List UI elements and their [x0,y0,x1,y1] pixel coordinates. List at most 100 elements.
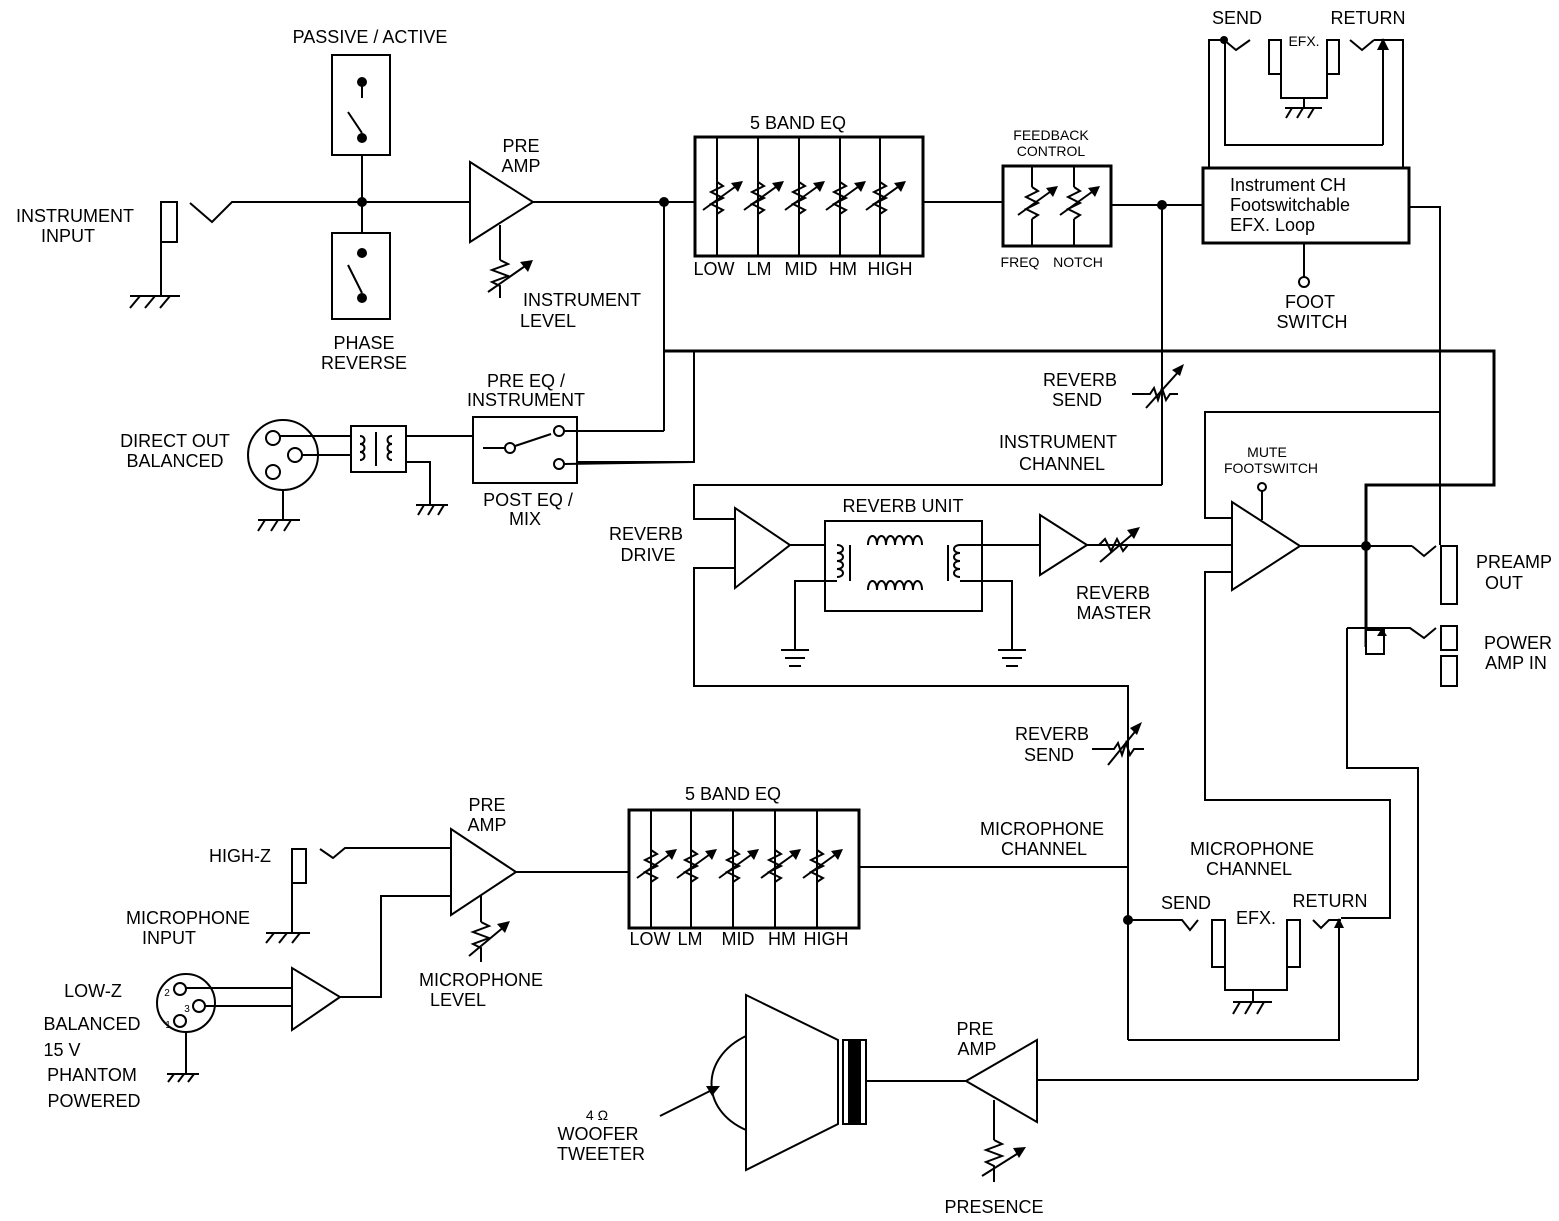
footswitch-label-2: SWITCH [1277,312,1348,332]
direct-out-label: DIRECT OUT [120,431,230,451]
mic-level-label: MICROPHONE [419,970,543,990]
woofer-label: WOOFER [558,1124,639,1144]
eq-bottom [627,808,1128,930]
mic-preamp [450,827,629,962]
eq-top-band-high: HIGH [868,259,913,279]
footswitch-label-1: FOOT [1285,292,1335,312]
mic-level-label-2: LEVEL [430,990,486,1010]
mic-channel-a-label: MICROPHONE [980,819,1104,839]
high-z-label: HIGH-Z [209,846,271,866]
post-eq-label: POST EQ / [483,490,573,510]
mute-footswitch-label: FOOTSWITCH [1224,460,1318,476]
eq-bottom-band-hm: HM [768,929,796,949]
efx-loop-label-3: EFX. Loop [1230,215,1315,235]
direct-out-balanced-label: BALANCED [126,451,223,471]
instrument-input-label: INSTRUMENT [16,206,134,226]
eq-bottom-band-low: LOW [629,929,670,949]
reverb-send-top-label: REVERB [1043,370,1117,390]
preamp-label-2: AMP [501,156,540,176]
power-amp-in-label: AMP IN [1485,653,1547,673]
eq-top-band-hm: HM [829,259,857,279]
instrument-level-label-2: LEVEL [520,311,576,331]
pre-eq-instrument-label: INSTRUMENT [467,390,585,410]
phase-label: PHASE [333,333,394,353]
low-z-label: LOW-Z [64,981,122,1001]
mute-label: MUTE [1247,444,1287,460]
power-preamp-label: PRE [956,1019,993,1039]
reverb-master-label: REVERB [1076,583,1150,603]
efx-loop-top [1201,36,1441,545]
eq-bottom-band-lm: LM [677,929,702,949]
tweeter-label: TWEETER [557,1144,645,1164]
control-label: CONTROL [1017,143,1086,159]
reverb-send-top-label-2: SEND [1052,390,1102,410]
return-top-label: RETURN [1331,8,1406,28]
send-top-label: SEND [1212,8,1262,28]
freq-label: FREQ [1001,254,1040,270]
phantom-label: PHANTOM [47,1065,137,1085]
pre-post-eq-switch [472,416,695,484]
reverb-send-top [1132,205,1184,485]
efx-top-label: EFX. [1288,33,1319,49]
reverb-drive-label: REVERB [609,524,683,544]
instrument-input-label-2: INPUT [41,226,95,246]
instrument-channel-label: INSTRUMENT [999,432,1117,452]
eq-top-band-mid: MID [785,259,818,279]
reverb-send-bottom-label: REVERB [1015,724,1089,744]
eq-bottom-band-high: HIGH [804,929,849,949]
reverb-master-label-2: MASTER [1076,603,1151,623]
eq-top [693,135,1003,258]
direct-out [247,419,473,532]
mic-preamp-label-2: AMP [467,815,506,835]
efx-loop-label-1: Instrument CH [1230,175,1346,195]
master-amp [1204,411,1458,1080]
pre-eq-label: PRE EQ / [487,371,565,391]
mic-channel-a-label-2: CHANNEL [1001,839,1087,859]
preamp-label: PRE [502,136,539,156]
power-amp-label: POWER [1484,633,1552,653]
instrument-channel-label-2: CHANNEL [1019,454,1105,474]
reverb-unit-label: REVERB UNIT [842,496,963,516]
speaker-output [659,993,1418,1182]
passive-active-label: PASSIVE / ACTIVE [293,27,448,47]
balanced-label: BALANCED [43,1014,140,1034]
power-preamp-label-2: AMP [957,1039,996,1059]
notch-label: NOTCH [1053,254,1103,270]
efx-bottom-label: EFX. [1236,908,1276,928]
reverse-label: REVERSE [321,353,407,373]
instrument-level-label: INSTRUMENT [523,290,641,310]
feedback-label: FEEDBACK [1013,127,1089,143]
eq-top-band-lm: LM [746,259,771,279]
pin-2-label: 2 [164,988,170,999]
reverb-send-bottom [1092,722,1144,1040]
eq-bottom-band-mid: MID [722,929,755,949]
mic-input-label: MICROPHONE [126,908,250,928]
instrument-preamp [362,160,694,298]
pin-1-label: 1 [165,1020,171,1031]
presence-label: PRESENCE [944,1197,1043,1217]
reverb-drive-label-2: DRIVE [620,545,675,565]
eq-top-title: 5 BAND EQ [750,113,846,133]
v15-label: 15 V [43,1040,80,1060]
reverb-send-bottom-label-2: SEND [1024,745,1074,765]
return-bottom-label: RETURN [1293,891,1368,911]
eq-bottom-title: 5 BAND EQ [685,784,781,804]
ohm-label: 4 Ω [586,1107,608,1123]
mic-preamp-label: PRE [468,795,505,815]
powered-label: POWERED [47,1091,140,1111]
mic-input [156,847,451,1083]
mic-input-label-2: INPUT [142,928,196,948]
post-eq-mix-label: MIX [509,509,541,529]
pin-3-label: 3 [184,1004,190,1015]
instrument-input-jack [129,201,362,309]
mic-channel-b-label-2: CHANNEL [1206,859,1292,879]
eq-top-band-low: LOW [693,259,734,279]
efx-loop-bottom [1123,915,1344,1041]
reverb-section [693,484,1232,730]
passive-active-switch [331,54,391,320]
efx-loop-label-2: Footswitchable [1230,195,1350,215]
feedback-control [1001,164,1203,248]
send-bottom-label: SEND [1161,893,1211,913]
mic-channel-b-label: MICROPHONE [1190,839,1314,859]
